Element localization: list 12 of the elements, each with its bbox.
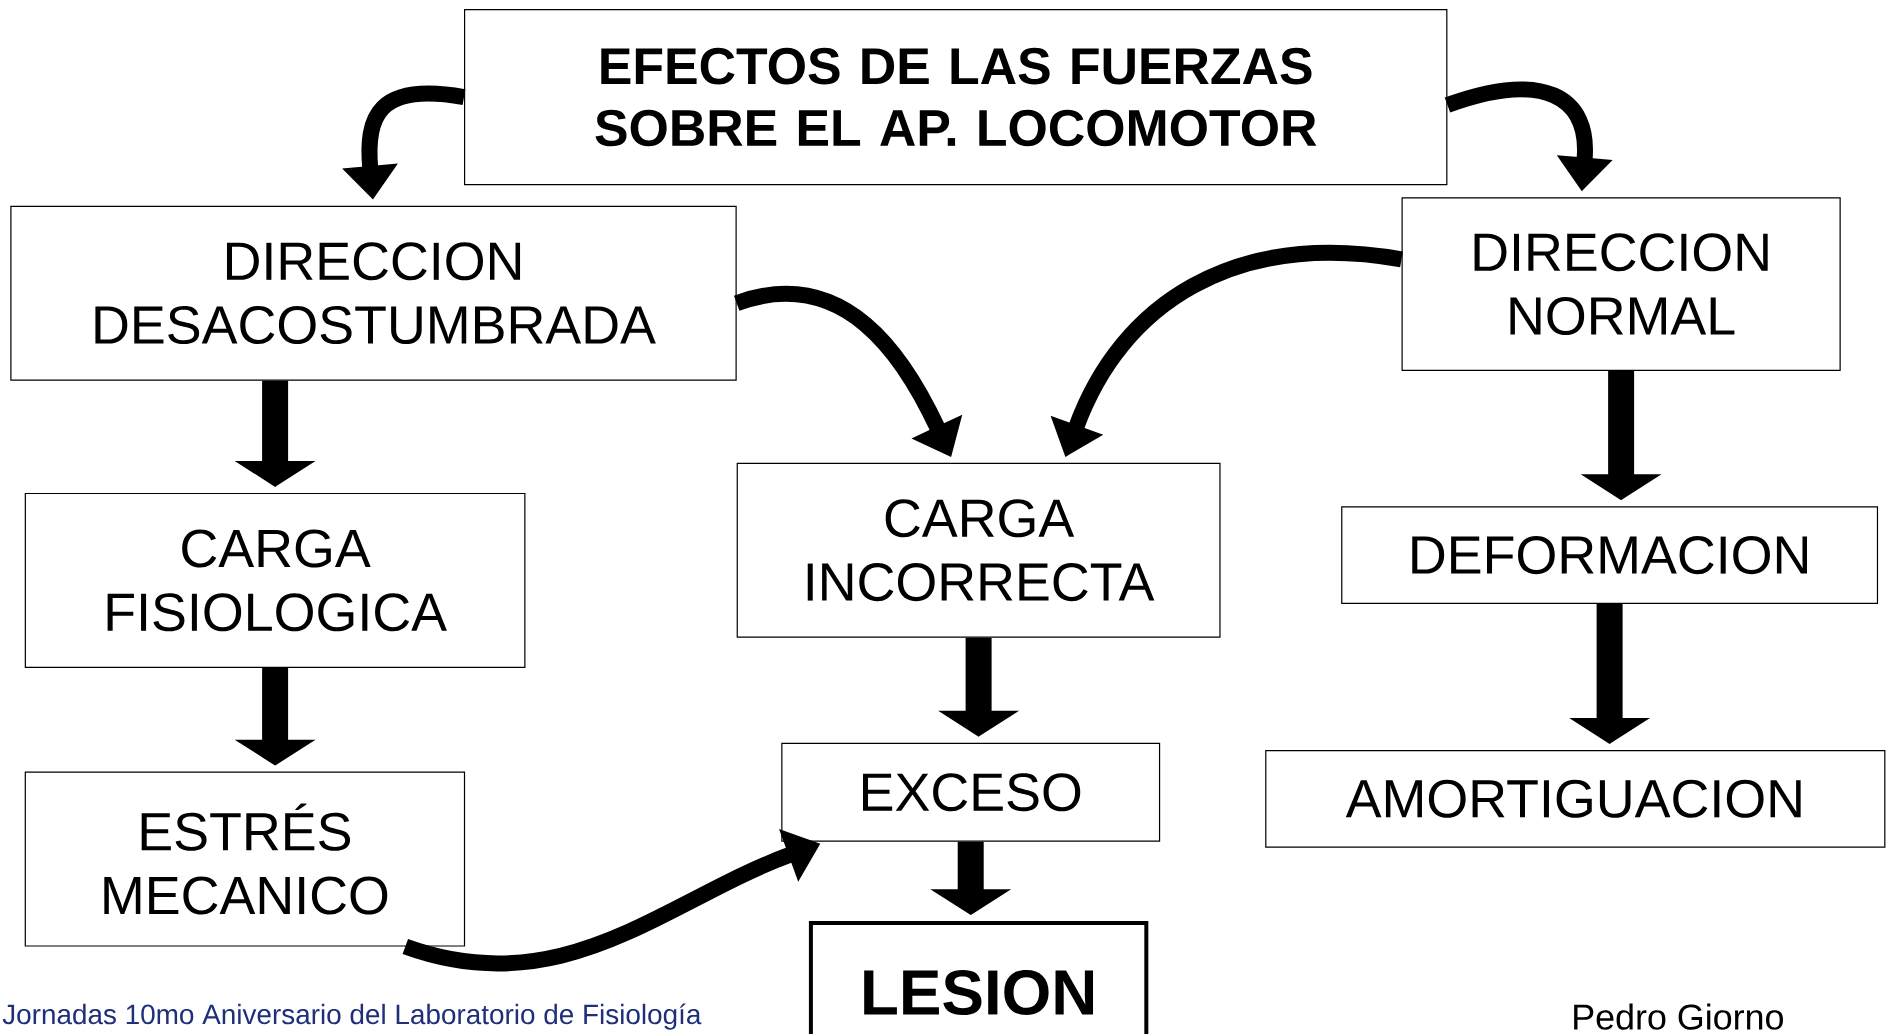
process-box: DIRECCION DESACOSTUMBRADA (10, 205, 737, 381)
process-box: ESTRÉS MECANICO (24, 771, 466, 947)
footer-text: Jornadas 10mo Aniversario del Laboratorio de Fisiología (2, 1003, 702, 1030)
process-box: DEFORMACION (1341, 506, 1879, 604)
author-name: Pedro Giorno (1574, 1003, 1783, 1030)
title-box: EFECTOS DE LAS FUERZAS SOBRE EL AP. LOCOMOTOR (464, 9, 1448, 186)
process-box: LESION (808, 921, 1149, 1034)
process-box: EXCESO (781, 742, 1161, 842)
process-box: AMORTIGUACION (1265, 749, 1886, 848)
process-box: CARGA FISIOLOGICA (24, 492, 526, 668)
process-box: CARGA INCORRECTA (736, 462, 1221, 638)
process-box: DIRECCION NORMAL (1401, 197, 1841, 372)
